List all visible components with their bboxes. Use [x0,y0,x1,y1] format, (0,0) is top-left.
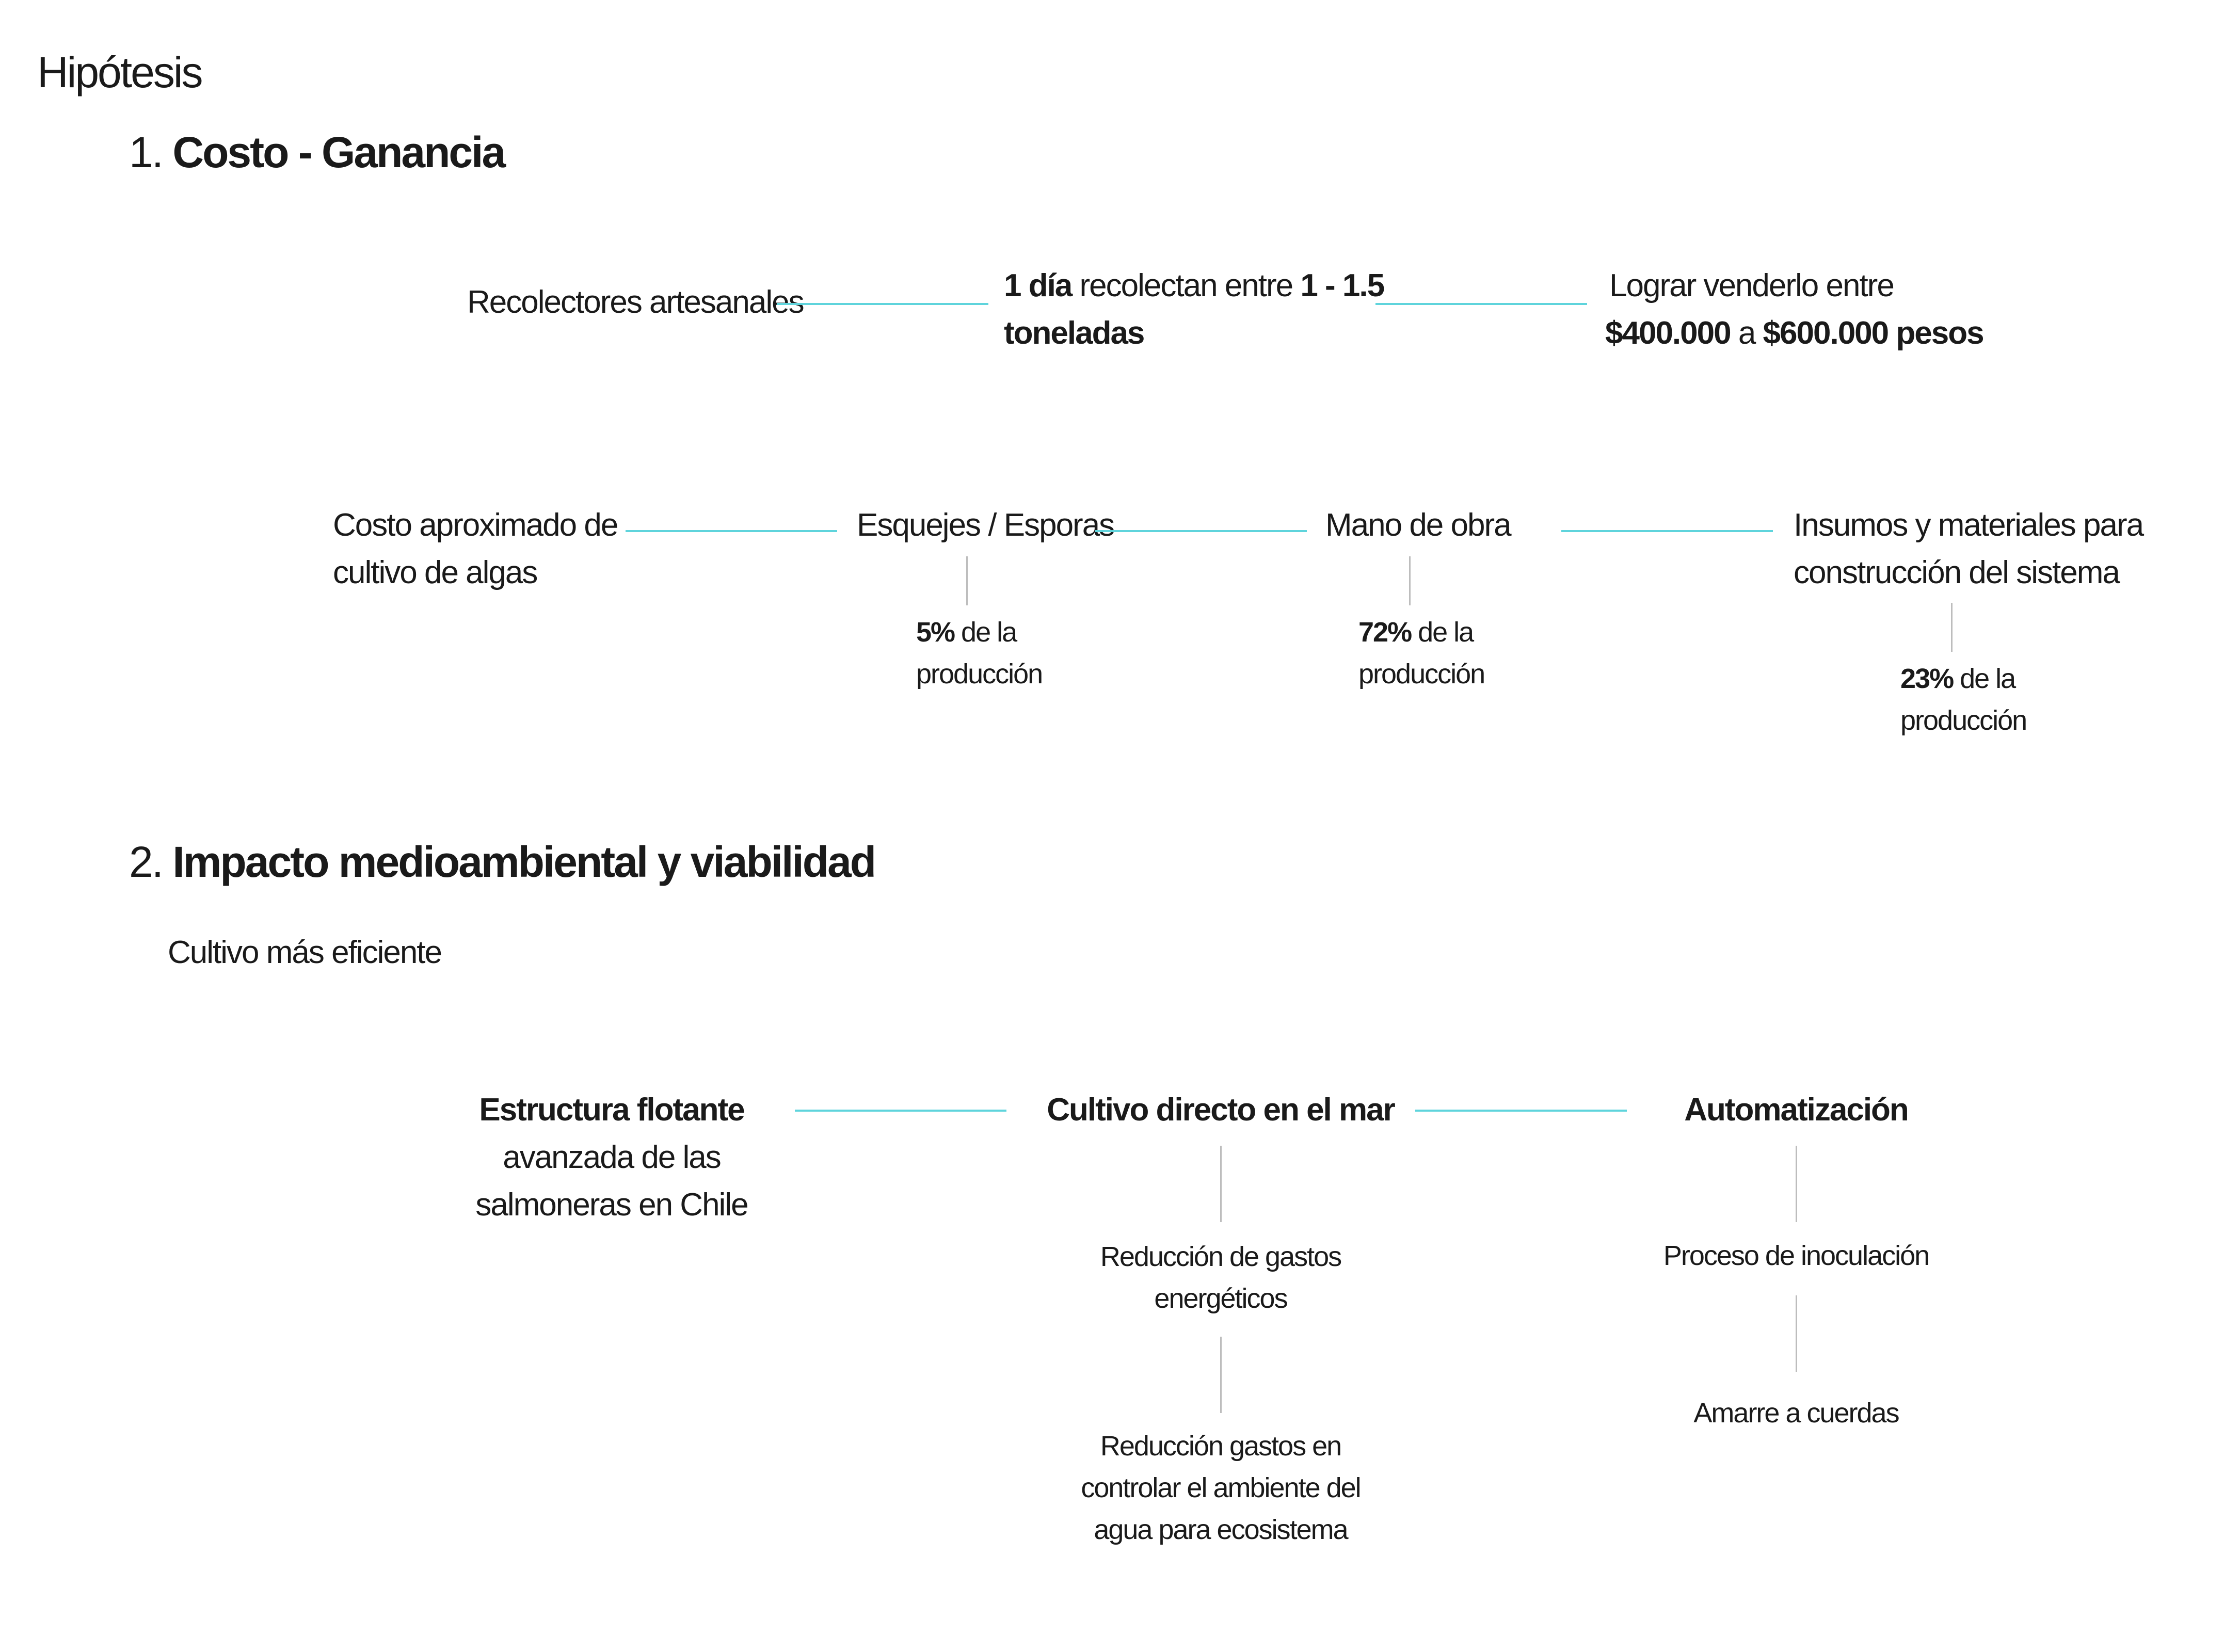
harvest-unit: toneladas [1004,315,1145,351]
cost-share-value: 72% [1358,617,1412,648]
sale-price-joiner: a [1730,315,1763,351]
connector-line [626,530,837,532]
stem-line [1951,603,1953,652]
harvest-amount: 1 día recolectan entre 1 - 1.5 toneladas [1004,262,1385,357]
cost-item-esquejes: Esquejes / Esporas [857,507,1115,543]
cost-share-text: producción [1358,659,1485,689]
floating-structure-node: Estructura flotante avanzada de las salm… [457,1086,766,1229]
automation-title: Automatización [1684,1092,1909,1128]
cost-share-text: de la [1411,617,1474,648]
connector-line [1095,530,1307,532]
sale-price-intro: Lograr venderlo entre [1609,268,1895,303]
section-1-number: 1. [129,128,164,177]
cost-share-esquejes: 5% de la producción [916,612,1043,695]
sale-price: Lograr venderlo entre $400.000 a $600.00… [1605,262,1985,357]
environment-control-note: Reducción gastos en controlar el ambient… [1014,1425,1427,1551]
stem-line [1409,556,1411,605]
harvest-range: 1 - 1.5 [1300,268,1385,303]
direct-sea-cultivation-node: Cultivo directo en el mar [1014,1086,1427,1134]
cost-share-value: 23% [1900,663,1954,694]
cost-share-text: de la [954,617,1017,648]
floating-structure-title: Estructura flotante [479,1092,745,1128]
environment-control-text: agua para ecosistema [1094,1514,1348,1545]
cost-item-insumos: Insumos y materiales para construcción d… [1794,502,2144,597]
cost-share-text: de la [1953,663,2016,694]
section-2-number: 2. [129,838,164,886]
harvest-days: 1 día [1004,268,1073,303]
section-1-heading: 1. Costo - Ganancia [129,126,506,178]
energy-reduction-note: Reducción de gastos energéticos [1014,1236,1427,1320]
cost-share-mano-de-obra: 72% de la producción [1358,612,1485,695]
cost-share-insumos: 23% de la producción [1900,658,2027,742]
environment-control-text: Reducción gastos en [1100,1431,1342,1462]
harvest-text: recolectan entre [1071,268,1301,303]
stem-line [1796,1295,1797,1372]
section-2-title: Impacto medioambiental y viabilidad [172,838,876,886]
cost-item-insumos-line2: construcción del sistema [1794,555,2120,590]
environment-control-text: controlar el ambiente del [1081,1472,1361,1503]
direct-sea-cultivation-title: Cultivo directo en el mar [1047,1092,1396,1128]
connector-line [1375,303,1587,305]
section-2-heading: 2. Impacto medioambiental y viabilidad [129,836,876,888]
cost-item-mano-de-obra: Mano de obra [1325,507,1512,543]
connector-line [1415,1110,1627,1112]
connector-line [795,1110,1006,1112]
connector-line [777,303,988,305]
stem-line [1796,1146,1797,1222]
section-2-subtitle: Cultivo más eficiente [168,935,442,970]
stem-line [966,556,968,605]
connector-line [1561,530,1773,532]
rope-mooring-note: Amarre a cuerdas [1693,1398,1899,1429]
floating-structure-text: avanzada de las [503,1140,722,1175]
cost-share-value: 5% [916,617,955,648]
inoculation-note: Proceso de inoculación [1663,1240,1930,1271]
cost-label-line2: cultivo de algas [333,555,538,590]
cost-label: Costo aproximado de cultivo de algas [333,502,618,597]
sale-price-min: $400.000 [1605,315,1732,351]
stem-line [1220,1146,1222,1222]
stem-line [1220,1337,1222,1413]
sale-price-max: $600.000 pesos [1763,315,1985,351]
automation-node: Automatización [1641,1086,1951,1134]
cost-label-line1: Costo aproximado de [333,507,618,543]
energy-reduction-text: energéticos [1154,1283,1288,1314]
cost-share-text: producción [916,659,1043,689]
section-1-title: Costo - Ganancia [172,128,506,177]
page-title: Hipótesis [37,48,203,97]
recolectores-label: Recolectores artesanales [467,284,805,320]
energy-reduction-text: Reducción de gastos [1100,1241,1342,1272]
cost-share-text: producción [1900,705,2027,736]
floating-structure-text: salmoneras en Chile [475,1187,748,1223]
cost-item-insumos-line1: Insumos y materiales para [1794,507,2144,543]
